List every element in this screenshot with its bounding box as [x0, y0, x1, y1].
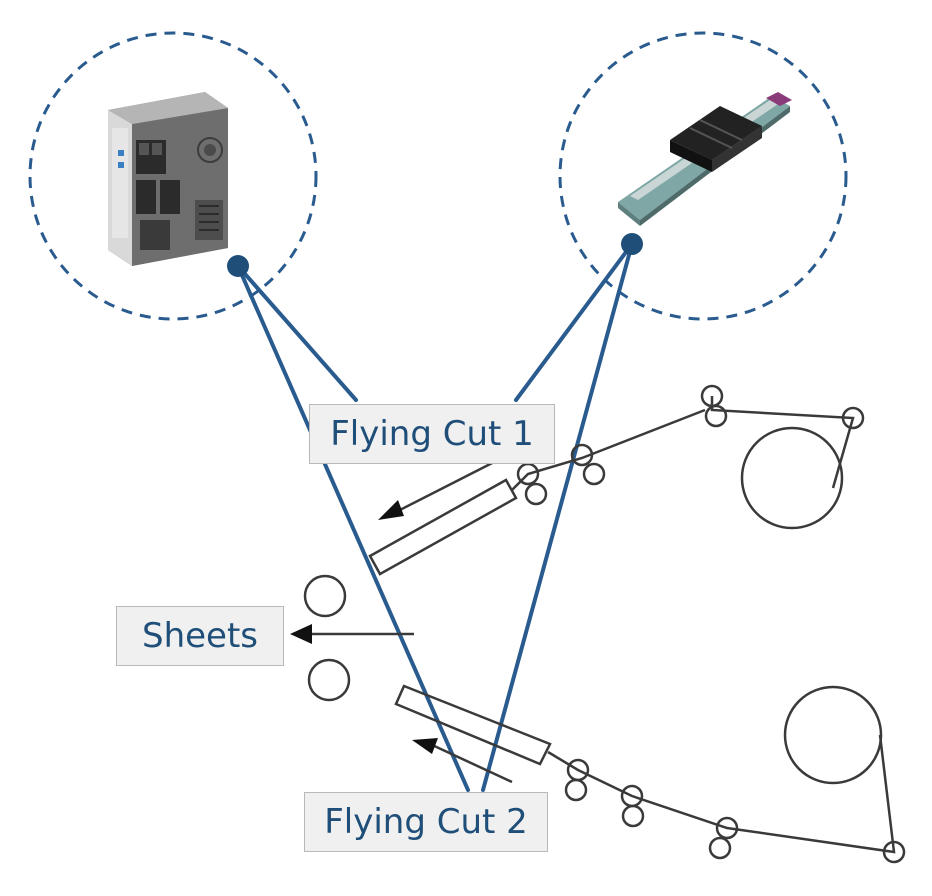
servo-drive-callout-circle — [28, 31, 318, 321]
sheets-label: Sheets — [116, 606, 284, 666]
upper-cutter-blade — [368, 478, 518, 576]
upper-direction-arrowhead — [378, 500, 404, 520]
flying-cut-2-label: Flying Cut 2 — [304, 792, 548, 852]
flying-cut-1-label: Flying Cut 1 — [309, 404, 555, 464]
output-rollers — [303, 574, 414, 702]
drive-connector-dot — [227, 255, 249, 277]
servo-drive-icon — [108, 92, 228, 266]
actuator-callout-circle — [558, 31, 848, 321]
lower-web-path — [394, 684, 906, 864]
drive-to-flying-cut-2-line — [236, 264, 470, 792]
linear-actuator-icon — [618, 92, 792, 226]
sheets-direction-arrowhead — [290, 624, 312, 644]
drive-to-flying-cut-1-line — [236, 264, 358, 402]
upper-web-path — [368, 384, 865, 576]
lower-cutter-blade — [394, 684, 552, 766]
actuator-to-flying-cut-1-line — [514, 242, 634, 402]
lower-direction-arrowhead — [412, 738, 438, 754]
upper-supply-roll — [740, 426, 844, 530]
lower-supply-roll — [783, 685, 883, 785]
actuator-connector-dot — [621, 233, 643, 255]
connector-lines — [236, 242, 634, 792]
actuator-to-flying-cut-2-line — [481, 242, 634, 792]
